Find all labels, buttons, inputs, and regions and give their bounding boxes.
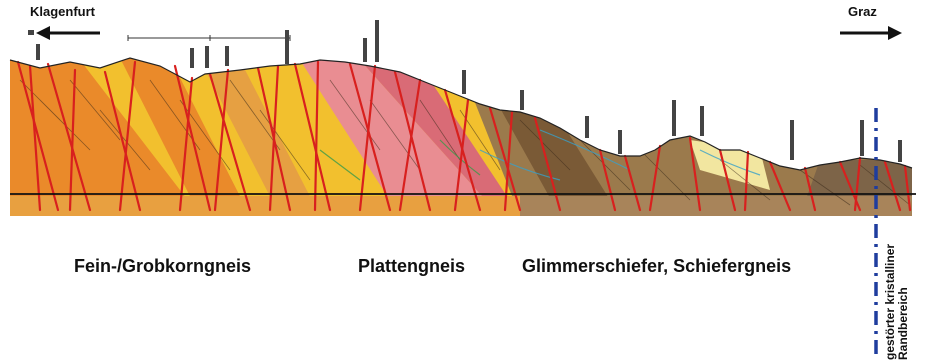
boundary-label: gestörter kristalliner Randbereich [884,244,910,360]
boundary-label-line2: Randbereich [897,244,910,360]
east-arrow [840,26,902,40]
zone-label-fein-grob: Fein-/Grobkorngneis [74,256,251,277]
direction-label-west: Klagenfurt [30,4,95,19]
zone-label-glimmerschiefer: Glimmerschiefer, Schiefergneis [522,256,791,277]
zone-label-plattengneis: Plattengneis [358,256,465,277]
scale-bar [128,35,290,41]
direction-label-east: Graz [848,4,877,19]
west-arrow [36,26,100,40]
